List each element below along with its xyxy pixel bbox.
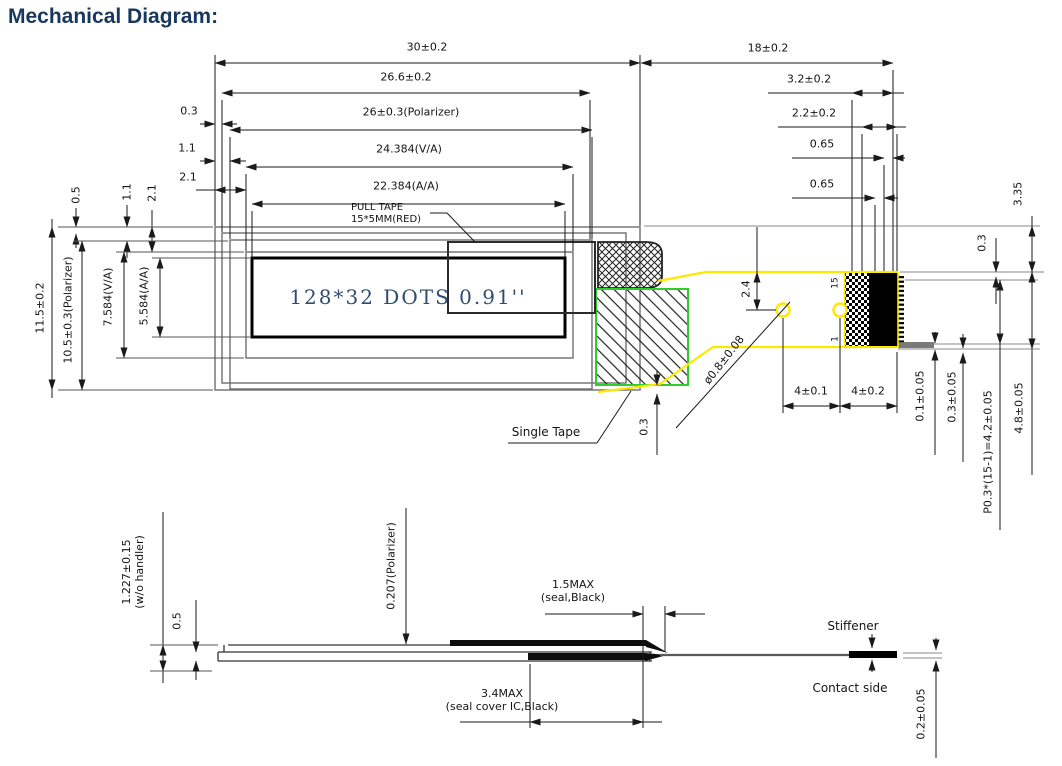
display-size-text: 128*32 DOTS 0.91'': [289, 285, 527, 309]
dim-fpc-03b: 0.3±0.05: [945, 371, 959, 423]
pin-number-bottom: 1: [830, 336, 841, 342]
pull-tape-outline: [447, 241, 596, 314]
dim-fpc-03: 0.3: [975, 234, 989, 252]
dim-overall-width: 30±0.2: [406, 40, 448, 54]
dim-polarizer-width: 26±0.3(Polarizer): [362, 105, 460, 119]
connector-pins: [898, 275, 904, 343]
display-area: [250, 256, 567, 339]
dim-fpc-335: 3.35: [1011, 181, 1025, 207]
dim-inner-width: 26.6±0.2: [380, 70, 432, 84]
dim-voffset-11: 1.1: [120, 183, 134, 201]
dim-offset-21: 2.1: [179, 170, 197, 184]
dim-voffset-21: 2.1: [145, 184, 159, 202]
dim-fpc-065b: 0.65: [809, 177, 835, 191]
pull-tape-wrap-region: [597, 241, 663, 289]
dim-seal-max: 1.5MAX (seal,Black): [540, 577, 606, 604]
dim-seal-ic-max: 3.4MAX (seal cover IC,Black): [445, 686, 559, 713]
dim-offset-11: 1.1: [178, 141, 196, 155]
single-tape-region: [595, 288, 689, 386]
module-outline: [214, 226, 641, 391]
side-view-seal: [450, 640, 668, 661]
dim-va-width: 24.384(V/A): [376, 142, 442, 156]
single-tape-label: Single Tape: [511, 424, 581, 439]
dim-fpc-32: 3.2±0.2: [786, 72, 832, 86]
dim-pin-pitch: P0.3*(15-1)=4.2±0.05: [981, 390, 995, 514]
dim-side-02: 0.2±0.05: [914, 688, 928, 740]
fpc-connector: [843, 271, 904, 348]
page-title: Mechanical Diagram:: [8, 5, 219, 28]
dim-fpc-065a: 0.65: [809, 137, 835, 151]
dim-side-polarizer: 0.207(Polarizer): [384, 522, 398, 610]
contact-side-label: Contact side: [812, 680, 888, 695]
dim-aa-height: 5.584(A/A): [137, 266, 151, 326]
dim-polarizer-height: 10.5±0.3(Polarizer): [61, 256, 75, 364]
fpc-end-edge: [898, 342, 934, 348]
dim-fpc-24: 2.4: [739, 280, 753, 298]
dim-hole-pitch-a: 4±0.1: [794, 384, 828, 398]
stiffener-label: Stiffener: [827, 618, 879, 633]
dim-aa-width: 22.384(A/A): [373, 179, 439, 193]
side-view-dims: [150, 508, 940, 758]
dim-fpc-22: 2.2±0.2: [791, 106, 837, 120]
dim-tape-gap: 0.3: [637, 418, 651, 436]
dim-hole-pitch-b: 4±0.2: [851, 384, 885, 398]
dim-va-height: 7.584(V/A): [101, 267, 115, 327]
dim-fpc-length: 18±0.2: [747, 41, 789, 55]
pin-number-top: 15: [830, 277, 841, 289]
pull-tape-label: PULL TAPE 15*5MM(RED): [350, 202, 422, 225]
dim-fpc-01: 0.1±0.05: [913, 370, 927, 422]
dim-voffset-05: 0.5: [69, 186, 83, 204]
side-view-stiffener: [849, 651, 897, 658]
dim-fpc-48: 4.8±0.05: [1012, 382, 1026, 434]
fpc-cable: [597, 270, 897, 394]
dim-side-05: 0.5: [170, 612, 184, 630]
alignment-hole-right: [832, 302, 848, 318]
dim-offset-03: 0.3: [180, 104, 198, 118]
dim-overall-height: 11.5±0.2: [33, 282, 47, 334]
dimension-lines: [48, 55, 1036, 530]
dim-thickness: 1.227±0.15 (w/o handler): [119, 535, 146, 609]
